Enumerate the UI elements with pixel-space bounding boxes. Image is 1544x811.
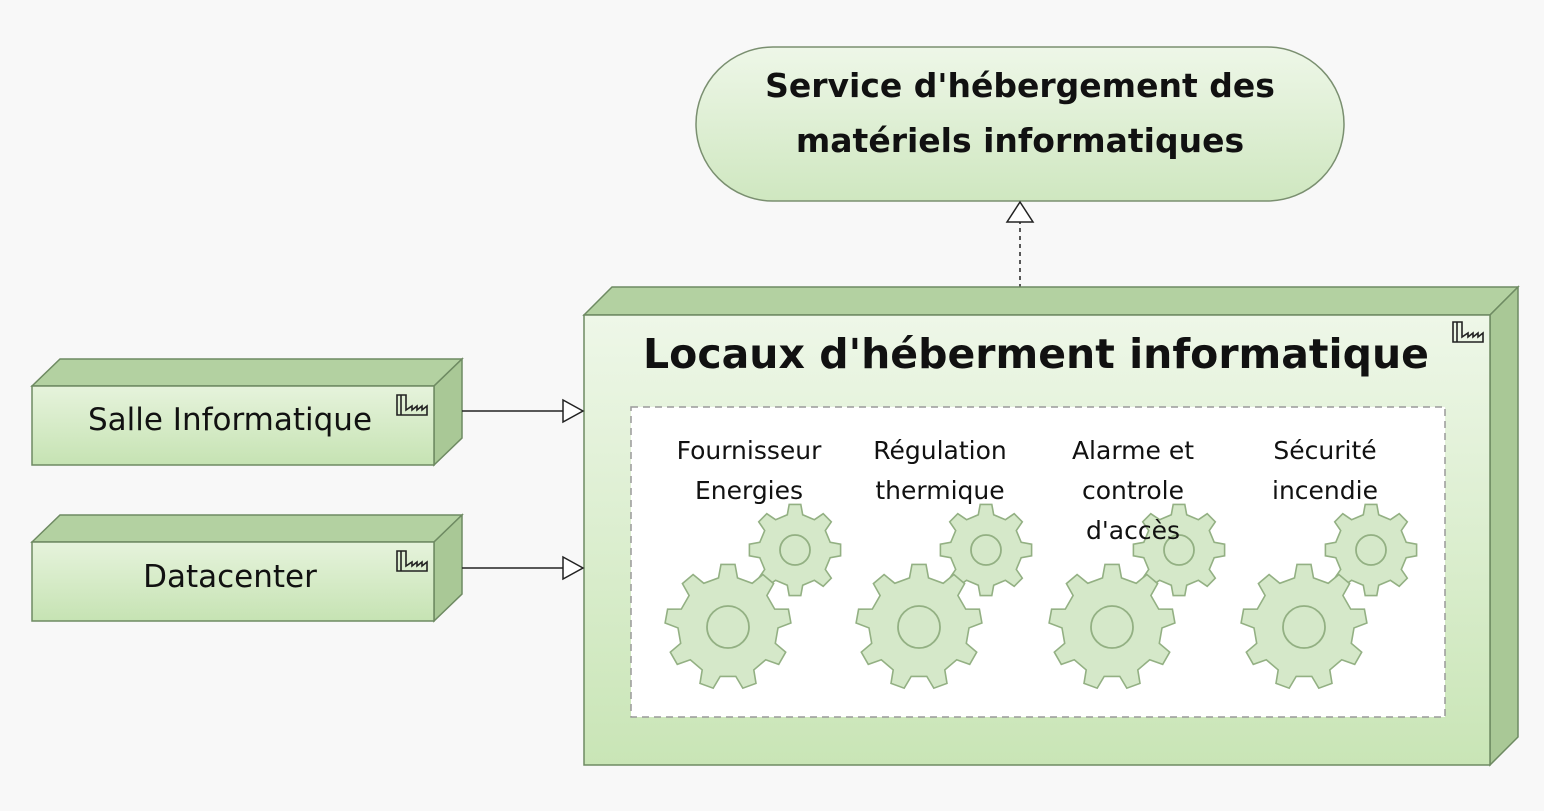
realization-connector[interactable]	[1005, 200, 1035, 288]
function-label-line: Sécurité	[1273, 436, 1376, 465]
gears-icon	[1048, 503, 1226, 690]
gear-icon	[855, 563, 983, 690]
function-label-line: Régulation	[873, 436, 1007, 465]
function-label-line: d'accès	[1086, 516, 1180, 545]
gears-icon	[664, 503, 842, 690]
main-node-side	[1489, 285, 1519, 767]
gear-icon	[1240, 563, 1368, 690]
node-label: Datacenter	[143, 559, 317, 595]
node-face	[31, 385, 435, 466]
service-title-line-2: matériels informatiques	[796, 121, 1244, 160]
connector-arrowhead	[562, 555, 585, 581]
gear-icon	[748, 503, 842, 597]
node-datacenter[interactable]: Datacenter	[30, 513, 464, 623]
function-label-line: controle	[1082, 476, 1184, 505]
gear-icon	[1324, 503, 1418, 597]
gear-icon	[1132, 503, 1226, 597]
main-node-top	[582, 286, 1520, 316]
service-title-line-1: Service d'hébergement des	[765, 66, 1275, 105]
function-label-line: Fournisseur	[677, 436, 823, 465]
function-label-line: thermique	[875, 476, 1004, 505]
function-regulation-thermique[interactable]: Régulation thermique	[855, 436, 1033, 690]
facility-icon	[396, 394, 428, 416]
gear-icon	[939, 503, 1033, 597]
connector-arrowhead	[562, 398, 585, 424]
service-element[interactable]: Service d'hébergement des matériels info…	[695, 46, 1345, 202]
node-top	[30, 514, 464, 543]
node-top	[30, 358, 464, 387]
function-alarme-controle-acces[interactable]: Alarme et controle d'accès	[1048, 436, 1226, 690]
gears-icon	[855, 503, 1033, 690]
node-salle-informatique[interactable]: Salle Informatique	[30, 357, 464, 467]
function-label-line: incendie	[1272, 476, 1378, 505]
main-node-title: Locaux d'héberment informatique	[643, 330, 1429, 378]
node-face	[31, 541, 435, 622]
connector-datacenter-to-main[interactable]	[462, 555, 585, 581]
function-label-line: Energies	[695, 476, 803, 505]
gear-icon	[1048, 563, 1176, 690]
node-label: Salle Informatique	[88, 402, 372, 438]
connector-salle-to-main[interactable]	[462, 398, 585, 424]
gears-icon	[1240, 503, 1418, 690]
facility-icon	[1452, 321, 1484, 343]
main-node[interactable]: Locaux d'héberment informatique Fourniss…	[582, 285, 1520, 767]
function-label-line: Alarme et	[1072, 436, 1194, 465]
gear-icon	[664, 563, 792, 690]
function-securite-incendie[interactable]: Sécurité incendie	[1240, 436, 1418, 690]
facility-icon	[396, 550, 428, 572]
realization-arrowhead	[1005, 200, 1035, 223]
